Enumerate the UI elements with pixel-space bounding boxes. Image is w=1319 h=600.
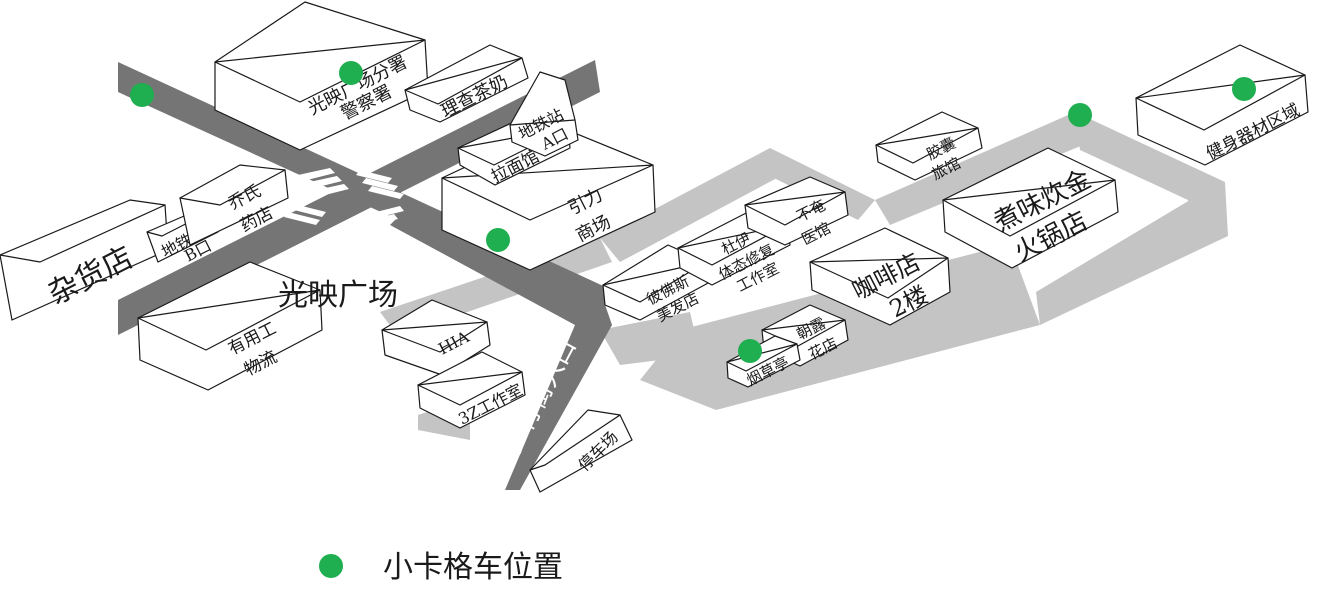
building-gym[interactable]: 健身器材区域 <box>1135 44 1309 166</box>
cart-marker[interactable] <box>486 228 510 252</box>
building-hia[interactable]: HIA <box>381 299 491 376</box>
building-cafe[interactable]: 咖啡店 2楼 <box>809 227 951 326</box>
legend-label: 小卡格车位置 <box>383 550 563 585</box>
building-logistics[interactable]: 有用工 物流 <box>137 261 323 391</box>
cart-marker[interactable] <box>130 83 154 107</box>
cart-marker[interactable] <box>339 61 363 85</box>
building-florist[interactable]: 朝露 花店 <box>761 304 849 367</box>
cart-markers <box>130 61 1256 363</box>
building-metro-exit-a[interactable]: 地铁站 A口 <box>509 71 579 157</box>
cart-marker[interactable] <box>1068 103 1092 127</box>
legend: 小卡格车位置 <box>319 550 563 585</box>
cart-marker[interactable] <box>1232 77 1256 101</box>
building-body-studio[interactable]: 杜伊 体态修复 工作室 <box>677 209 791 296</box>
building-hotpot[interactable]: 煮味炊金 火锅店 <box>942 147 1119 269</box>
cart-marker[interactable] <box>738 339 762 363</box>
plaza-label: 光映广场 <box>278 278 398 313</box>
crosswalks <box>284 168 404 227</box>
legend-marker-icon <box>319 554 343 578</box>
